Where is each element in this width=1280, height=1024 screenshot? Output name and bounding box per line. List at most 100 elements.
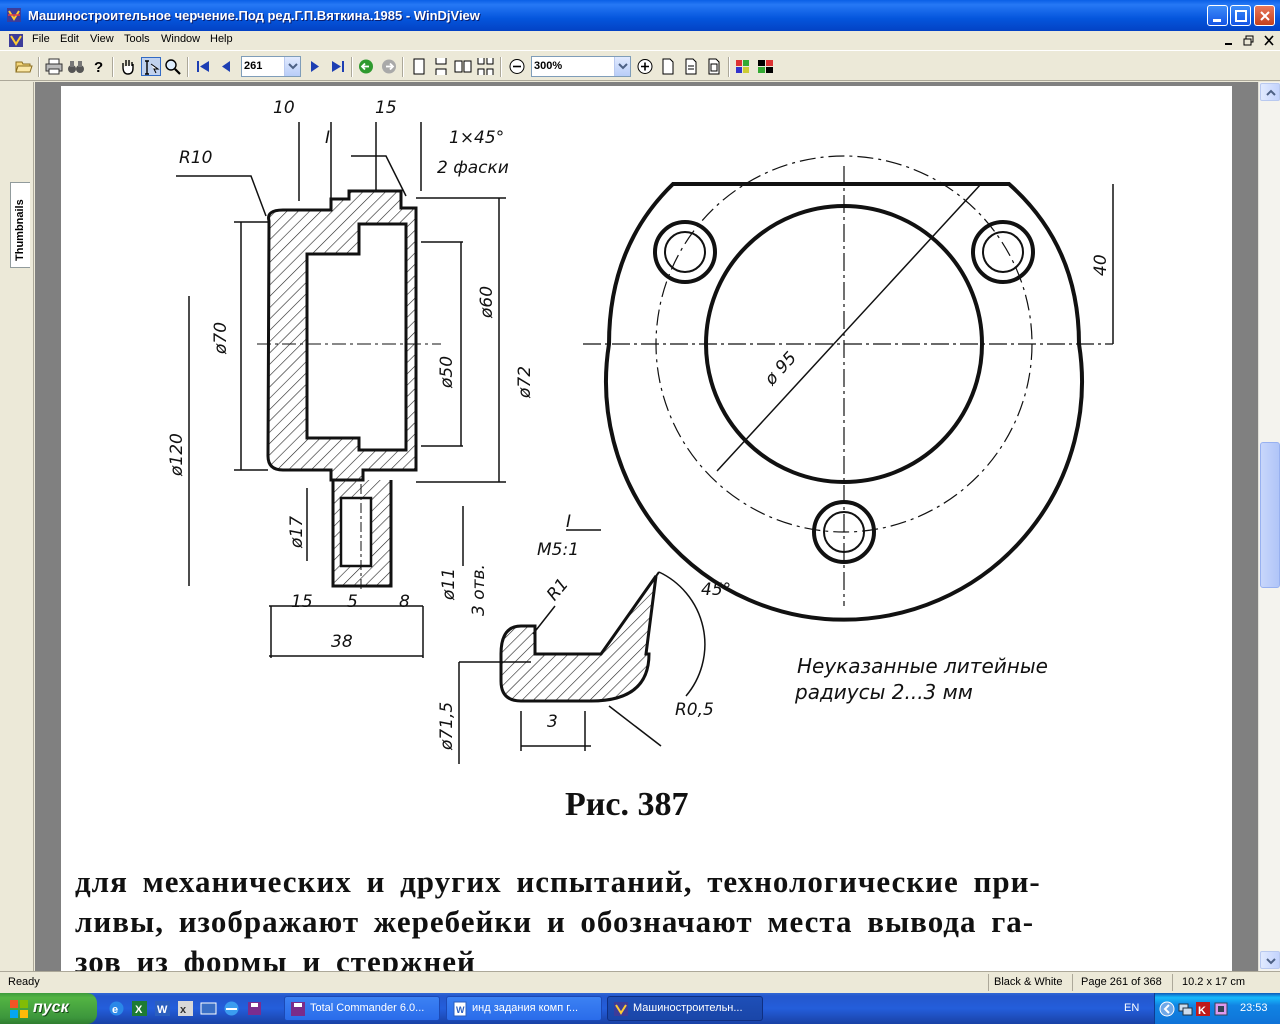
- doc-close-icon[interactable]: [1262, 34, 1276, 47]
- menu-tools[interactable]: Tools: [124, 33, 150, 45]
- status-divider: [1172, 974, 1173, 991]
- document-page[interactable]: 10 15 1×45° 2 фаски R10 I ø70 ø60 ø50 ø7…: [61, 86, 1232, 971]
- front-view: [583, 155, 1114, 622]
- single-page-button[interactable]: [409, 57, 429, 76]
- menu-window[interactable]: Window: [161, 33, 201, 45]
- continuous-button[interactable]: [431, 57, 451, 76]
- menu-view[interactable]: View: [90, 33, 114, 45]
- text-select-icon: [145, 60, 160, 75]
- toolbar-separator: [38, 57, 40, 77]
- scroll-up-button[interactable]: [1260, 83, 1280, 101]
- svg-text:e: e: [112, 1004, 118, 1016]
- zoom-dropdown[interactable]: [614, 57, 630, 76]
- chevron-down-icon: [288, 63, 298, 70]
- quicklaunch-math-icon[interactable]: x: [177, 1000, 194, 1017]
- first-page-button[interactable]: [193, 57, 213, 76]
- clock[interactable]: 23:53: [1240, 1002, 1268, 1014]
- vertical-scrollbar[interactable]: [1258, 82, 1280, 971]
- start-button[interactable]: пуск: [0, 993, 97, 1024]
- task-label: Total Commander 6.0...: [310, 1002, 425, 1014]
- body-text-line-2: ливы, изображают жеребейки и обозначают …: [75, 904, 1035, 939]
- tray-expand-icon[interactable]: [1159, 1001, 1175, 1017]
- pan-tool-button[interactable]: [118, 57, 138, 76]
- tray-network-icon[interactable]: [1177, 1001, 1193, 1017]
- last-page-button[interactable]: [328, 57, 348, 76]
- windjview-app-icon[interactable]: [6, 7, 22, 23]
- status-ready: Ready: [8, 976, 40, 988]
- chevron-up-icon: [1266, 89, 1276, 96]
- menu-file[interactable]: File: [32, 33, 50, 45]
- tray-app-icon[interactable]: [1213, 1001, 1229, 1017]
- help-button[interactable]: ?: [88, 57, 108, 76]
- scroll-down-button[interactable]: [1260, 951, 1280, 969]
- zoom-combo[interactable]: 300%: [531, 56, 631, 77]
- page-number-dropdown[interactable]: [284, 57, 300, 76]
- page-number-combo[interactable]: 261: [241, 56, 301, 77]
- task-windjview[interactable]: Машиностроительн...: [607, 996, 763, 1021]
- menu-edit[interactable]: Edit: [60, 33, 79, 45]
- print-button[interactable]: [44, 57, 64, 76]
- figure-caption: Рис. 387: [565, 786, 689, 823]
- select-tool-button[interactable]: [141, 57, 161, 76]
- layers-mode-icon: [758, 60, 773, 73]
- document-system-icon[interactable]: [8, 33, 24, 48]
- dim-d71-5: ø71,5: [437, 701, 457, 750]
- windows-logo-icon: [10, 1000, 28, 1018]
- windjview-task-icon: [614, 1002, 628, 1016]
- chevron-down-icon: [618, 63, 628, 70]
- display-mode-bw-button[interactable]: [756, 57, 776, 76]
- start-label: пуск: [33, 999, 69, 1016]
- svg-text:?: ?: [94, 59, 103, 76]
- previous-page-button[interactable]: [216, 57, 236, 76]
- task-word-document[interactable]: W инд задания комп г...: [446, 996, 602, 1021]
- fit-width-button[interactable]: [681, 57, 701, 76]
- quicklaunch-ie-icon[interactable]: e: [108, 1000, 125, 1017]
- quicklaunch-word-icon[interactable]: W: [154, 1000, 171, 1017]
- scroll-thumb[interactable]: [1260, 442, 1280, 588]
- zoom-value: 300%: [534, 60, 563, 72]
- minimize-button[interactable]: [1207, 5, 1228, 26]
- system-tray: K 23:53: [1154, 993, 1280, 1024]
- tray-antivirus-icon[interactable]: K: [1195, 1001, 1211, 1017]
- quicklaunch-browser-icon[interactable]: [223, 1000, 240, 1017]
- fit-width-icon: [685, 58, 697, 75]
- continuous-facing-button[interactable]: [476, 57, 496, 76]
- note-line-1: Неуказанные литейные: [797, 654, 1048, 678]
- forward-button[interactable]: [379, 57, 399, 76]
- find-button[interactable]: [66, 57, 86, 76]
- maximize-button[interactable]: [1230, 5, 1251, 26]
- document-view[interactable]: 10 15 1×45° 2 фаски R10 I ø70 ø60 ø50 ø7…: [35, 82, 1258, 971]
- open-button[interactable]: [14, 57, 34, 76]
- doc-minimize-icon[interactable]: [1222, 34, 1236, 47]
- facing-pages-icon: [454, 60, 472, 73]
- next-page-button[interactable]: [305, 57, 325, 76]
- window-title: Машиностроительное черчение.Под ред.Г.П.…: [28, 8, 480, 23]
- status-display-mode: Black & White: [994, 976, 1063, 988]
- display-mode-color-button[interactable]: [733, 57, 753, 76]
- language-indicator[interactable]: EN: [1124, 1002, 1140, 1014]
- quicklaunch-excel-icon[interactable]: X: [131, 1000, 148, 1017]
- word-doc-icon: W: [453, 1001, 467, 1017]
- back-button[interactable]: [356, 57, 376, 76]
- dim-d70: ø70: [211, 321, 231, 354]
- actual-size-button[interactable]: [658, 57, 678, 76]
- floppy-icon: [291, 1002, 305, 1016]
- dim-r0-5: R0,5: [675, 700, 714, 720]
- facing-pages-button[interactable]: [453, 57, 473, 76]
- close-button[interactable]: [1254, 5, 1275, 26]
- maximize-icon: [1235, 10, 1247, 22]
- quicklaunch-desktop-icon[interactable]: [200, 1000, 217, 1017]
- menu-help[interactable]: Help: [210, 33, 233, 45]
- quicklaunch-save-icon[interactable]: [246, 1000, 263, 1017]
- task-total-commander[interactable]: Total Commander 6.0...: [284, 996, 440, 1021]
- status-divider: [1072, 974, 1073, 991]
- dim-d17: ø17: [287, 515, 307, 548]
- fit-page-button[interactable]: [704, 57, 724, 76]
- doc-restore-icon[interactable]: [1242, 34, 1256, 47]
- zoom-in-button[interactable]: [635, 57, 655, 76]
- hand-icon: [122, 60, 134, 75]
- zoom-tool-button[interactable]: [163, 57, 183, 76]
- zoom-out-button[interactable]: [507, 57, 527, 76]
- thumbnails-tab[interactable]: Thumbnails: [10, 182, 30, 268]
- task-label: инд задания комп г...: [472, 1002, 579, 1014]
